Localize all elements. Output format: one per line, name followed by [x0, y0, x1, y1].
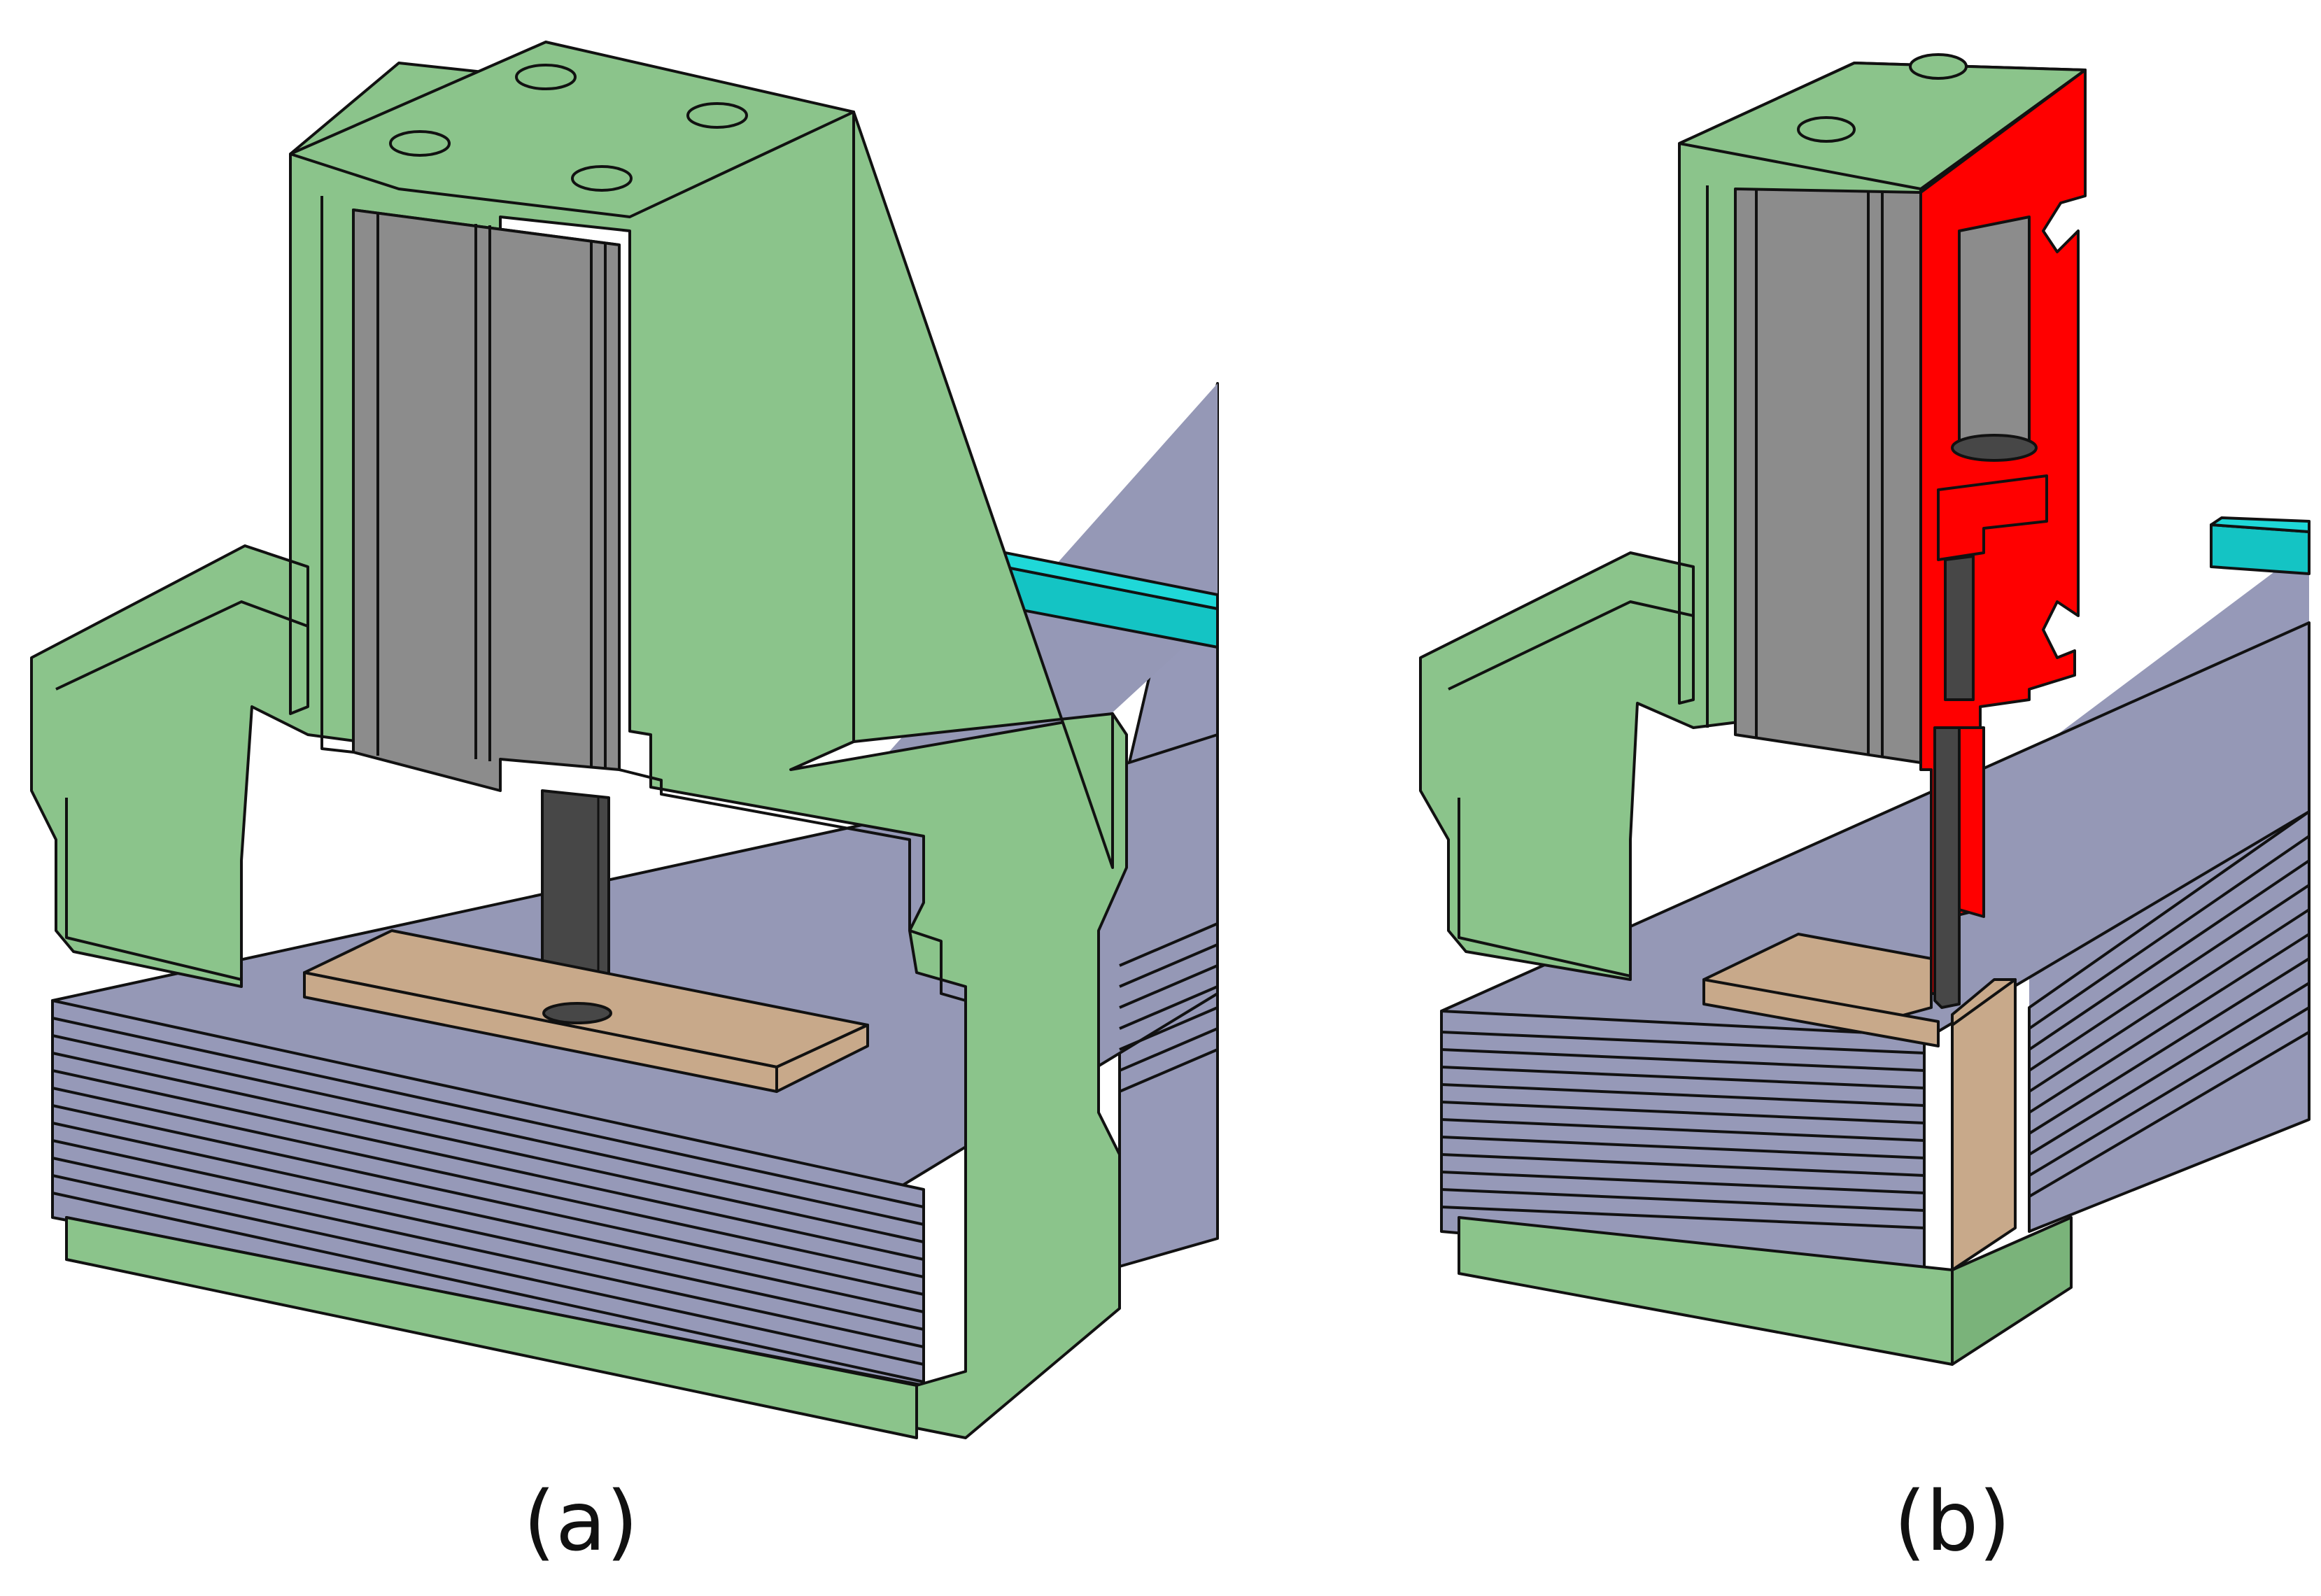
panel-a-caption: (a) [523, 1473, 639, 1569]
panel-a-diagram [30, 41, 1219, 1439]
panel-a-tan-plate [303, 929, 869, 1093]
panel-b-piston-rod [1933, 726, 1985, 1009]
panel-b-cylinder [1734, 188, 1922, 764]
panel-b-diagram [1419, 53, 2311, 1366]
panel-b-tan-block [1951, 978, 2017, 1271]
panel-b-caption: (b) [1893, 1473, 2011, 1569]
panel-b-lamination-layers [1440, 810, 2311, 1275]
panel-a-green-frame [30, 41, 1128, 1439]
panel-b-tan-plate [1702, 933, 1940, 1047]
panel-a-cylinder [352, 209, 621, 792]
panel-b-teal-rail [2210, 516, 2311, 575]
